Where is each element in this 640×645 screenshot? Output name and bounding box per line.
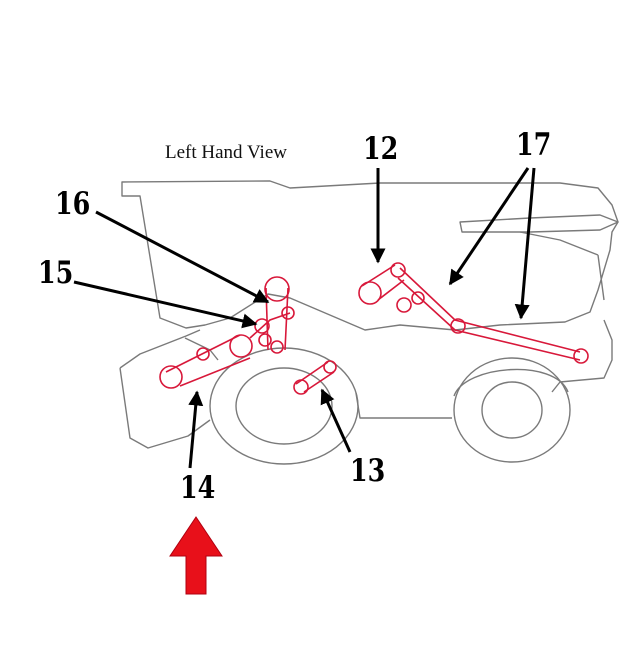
leader-lines bbox=[73, 167, 536, 469]
rear-fender bbox=[453, 368, 569, 397]
leader-17b bbox=[514, 167, 536, 320]
pulley-14c bbox=[229, 334, 253, 358]
cab-top-outline bbox=[459, 214, 619, 233]
pulley-16b bbox=[281, 306, 295, 320]
callout-16: 16 bbox=[55, 186, 91, 222]
grain-tank-outline bbox=[121, 180, 619, 331]
view-title: Left Hand View bbox=[165, 142, 287, 163]
pulley-14b bbox=[196, 347, 210, 361]
side-panel-lines bbox=[519, 231, 605, 301]
rear-hub bbox=[481, 381, 543, 439]
front-wheel bbox=[209, 347, 359, 465]
belt-14 bbox=[165, 334, 251, 387]
callout-13: 13 bbox=[350, 453, 386, 489]
pulley-12a bbox=[358, 281, 382, 305]
pulley-12d bbox=[411, 291, 425, 305]
pulley-12c bbox=[396, 297, 412, 313]
leader-16 bbox=[95, 210, 270, 304]
leader-13 bbox=[320, 388, 352, 453]
pulley-17a bbox=[450, 318, 466, 334]
rear-wheel bbox=[453, 357, 571, 463]
callout-15: 15 bbox=[38, 255, 74, 291]
front-direction-arrow bbox=[169, 516, 223, 595]
front-hub bbox=[235, 367, 333, 445]
belt-17 bbox=[397, 267, 581, 361]
pulley-17b bbox=[573, 348, 589, 364]
pulley-13b bbox=[323, 360, 337, 374]
leader-15 bbox=[73, 280, 258, 329]
belt-15 bbox=[249, 312, 291, 339]
pulley-12b bbox=[390, 262, 406, 278]
leader-14 bbox=[188, 390, 204, 469]
callout-14: 14 bbox=[180, 470, 216, 506]
combine-outline bbox=[119, 180, 619, 465]
callout-12: 12 bbox=[363, 131, 399, 167]
callout-17: 17 bbox=[516, 127, 552, 163]
pulley-16a bbox=[264, 276, 290, 302]
feeder-house-outline bbox=[119, 329, 211, 449]
pulley-13a bbox=[293, 379, 309, 395]
pulley-14a bbox=[159, 365, 183, 389]
pulley-15b bbox=[258, 333, 272, 347]
leader-17a bbox=[448, 167, 530, 286]
pulley-15c bbox=[270, 340, 284, 354]
belt-drives bbox=[159, 262, 589, 395]
